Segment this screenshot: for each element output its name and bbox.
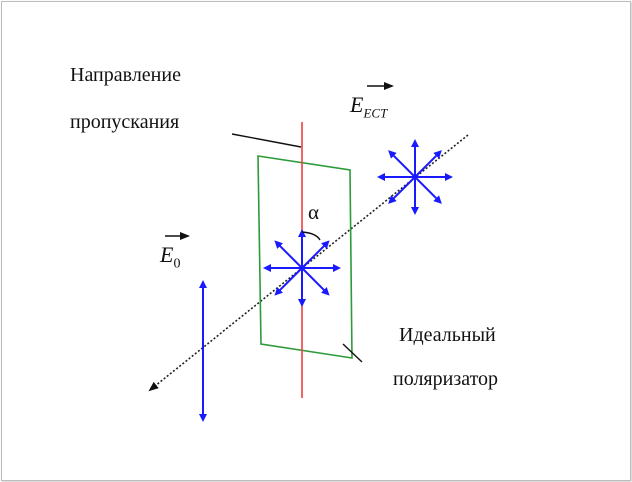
- field-vector: [274, 240, 303, 269]
- e0-subscript: 0: [173, 256, 181, 272]
- field-vector: [388, 150, 416, 178]
- transmission-leader-line: [231, 133, 302, 148]
- eest-symbol: E: [350, 92, 364, 117]
- transmission-label-line2: пропускания: [70, 111, 180, 133]
- field-vector: [301, 240, 330, 269]
- field-vector: [274, 267, 303, 296]
- natural-light-vectors-incident: [377, 139, 453, 215]
- polarizer-label-line1: Идеальный: [399, 324, 496, 346]
- field-vector: [388, 176, 416, 204]
- e0-symbol: E: [160, 242, 174, 267]
- eest-label: EЕСТ: [350, 92, 387, 121]
- e0-label: E0: [160, 242, 180, 272]
- alpha-label: α: [308, 200, 320, 224]
- eest-subscript: ЕСТ: [363, 105, 388, 121]
- angle-arc: [301, 231, 321, 241]
- field-vector: [414, 176, 442, 204]
- polarizer-plate: [257, 155, 353, 359]
- polarizer-label-line2: поляризатор: [393, 368, 499, 390]
- polarizer-leader-line: [342, 343, 363, 363]
- field-vector: [301, 267, 330, 296]
- field-vector: [414, 150, 442, 178]
- transmission-label-line1: Направление: [70, 64, 181, 86]
- natural-light-vectors-polarizer: [263, 229, 341, 307]
